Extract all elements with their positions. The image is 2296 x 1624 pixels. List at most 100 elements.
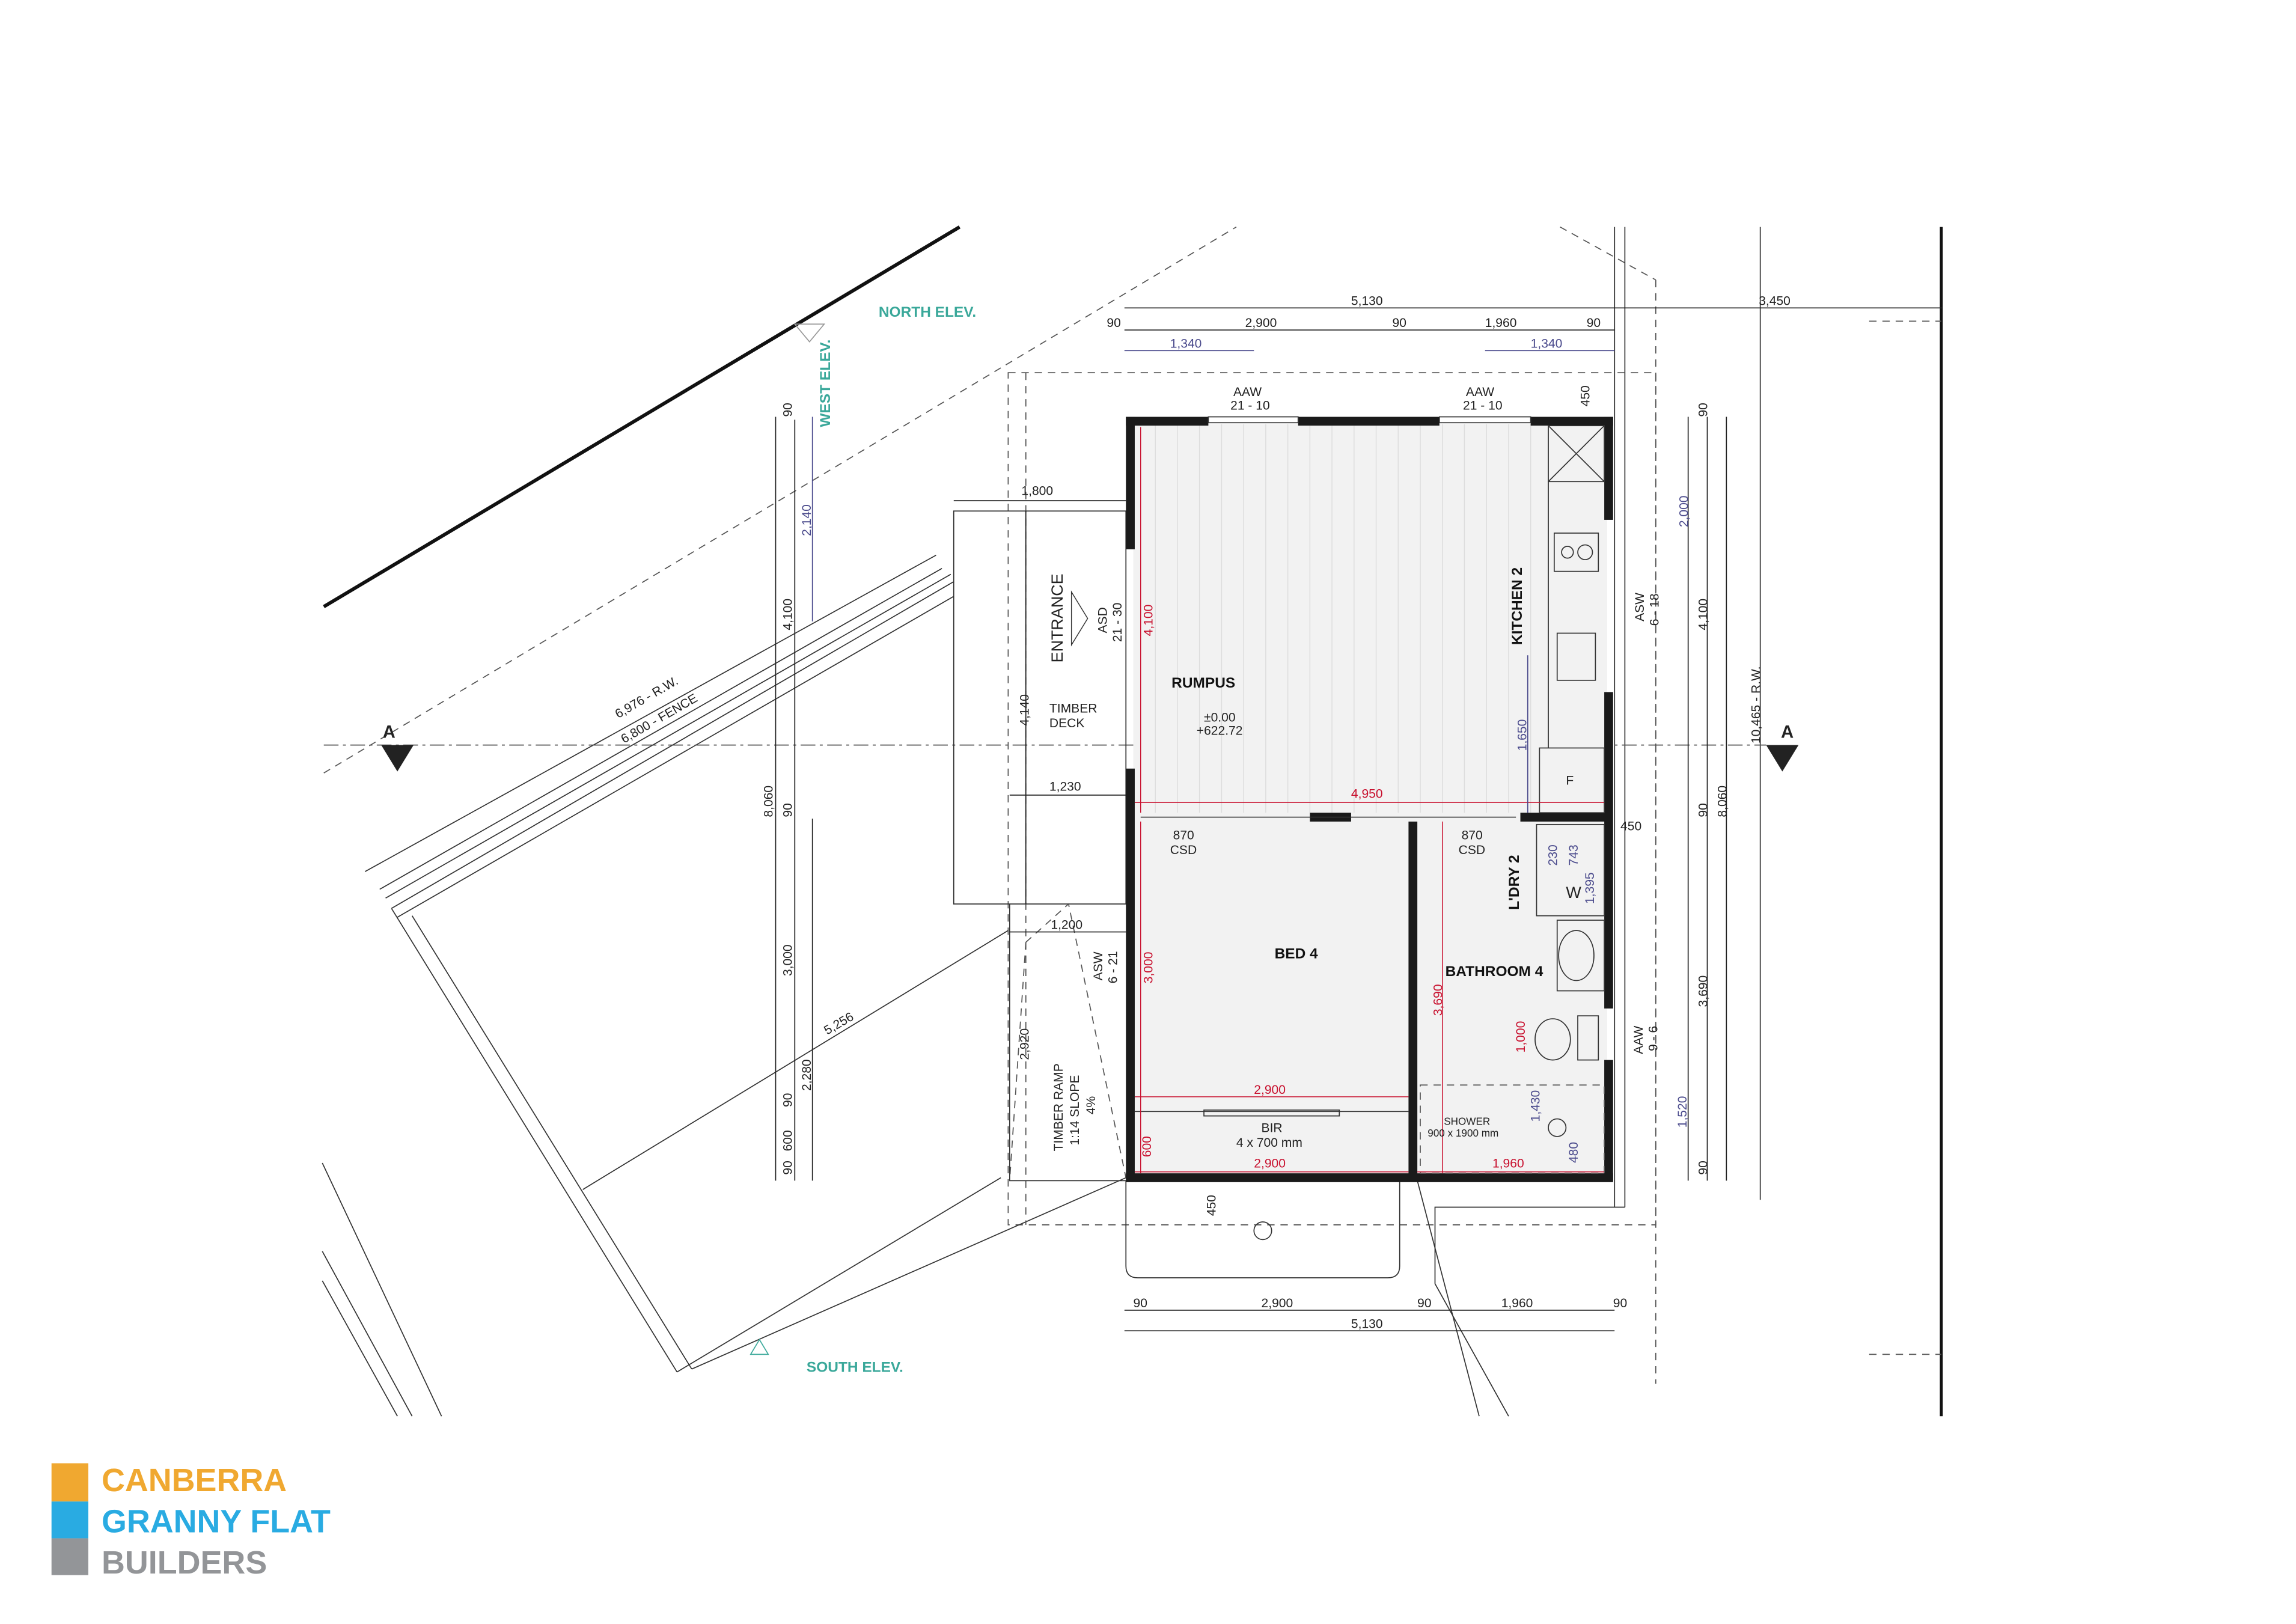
fridge-label: F: [1566, 774, 1574, 788]
door-csd-1-type: CSD: [1170, 843, 1197, 857]
dim-label-red: 600: [1140, 1136, 1154, 1157]
level-label-2: +622.72: [1197, 724, 1243, 737]
room-rumpus: RUMPUS: [1171, 675, 1235, 691]
window-aaw-1-size: 21 - 10: [1230, 398, 1270, 412]
dim-label: 90: [1417, 1296, 1431, 1310]
dim-label: 90: [781, 403, 795, 417]
entrance-label: ENTRANCE: [1048, 573, 1066, 662]
dim-label: 8,060: [1715, 786, 1729, 817]
south-elevation-label: SOUTH ELEV.: [807, 1360, 903, 1376]
dim-label: 4,100: [1697, 599, 1711, 630]
door-csd-1: 870: [1173, 828, 1194, 842]
dim-label: 1,960: [1485, 316, 1517, 330]
dim-label: 90: [1392, 316, 1406, 330]
dim-label: 90: [1697, 803, 1711, 817]
dim-label: 3,690: [1697, 975, 1711, 1007]
deck-label-1: TIMBER: [1049, 702, 1098, 716]
south-elev-marker: [750, 1339, 769, 1355]
shower-label: SHOWER: [1444, 1115, 1490, 1127]
ramp-label-3: 4%: [1084, 1096, 1098, 1114]
room-laundry: L'DRY 2: [1506, 855, 1522, 909]
dim-label: 1,230: [1049, 780, 1081, 793]
north-elev-marker: [793, 323, 826, 343]
dim-label-blue: 743: [1567, 844, 1581, 865]
dim-label: 1,200: [1051, 918, 1082, 932]
boundary-rw-right-label: 10,465 - R.W.: [1750, 666, 1763, 743]
logo-blue-block: [51, 1501, 88, 1539]
ramp-label-2: 1:14 SLOPE: [1068, 1075, 1082, 1146]
dim-label-red: 1,000: [1514, 1021, 1528, 1053]
dim-label: 1,520: [1676, 1096, 1690, 1128]
window-aaw-2: AAW: [1466, 385, 1494, 399]
bir-label: BIR: [1262, 1122, 1283, 1135]
dim-label-red: 1,960: [1492, 1156, 1524, 1170]
dim-label: 90: [1107, 316, 1120, 330]
shower-size: 900 x 1900 mm: [1427, 1127, 1498, 1139]
dim-label: 450: [1205, 1195, 1219, 1216]
washer-label: W: [1566, 884, 1581, 902]
window-aaw-2-size: 21 - 10: [1463, 398, 1503, 412]
door-csd-2: 870: [1462, 828, 1483, 842]
logo-line-2: GRANNY FLAT: [102, 1504, 331, 1540]
dim-label: 1,800: [1021, 484, 1053, 498]
logo-grey-block: [51, 1538, 88, 1575]
dim-label: 1,340: [1531, 337, 1563, 350]
dim-label: 450: [1620, 820, 1641, 834]
dim-label: 1,960: [1501, 1296, 1533, 1310]
dim-label: 90: [781, 1093, 795, 1107]
dim-label-blue: 1,650: [1515, 719, 1529, 751]
dim-label-red: 2,900: [1254, 1156, 1286, 1170]
door-asd: ASD: [1096, 607, 1110, 633]
dim-label-red: 4,100: [1141, 605, 1155, 636]
dim-label: 8,060: [762, 786, 776, 817]
window-asw-2: ASW: [1092, 951, 1105, 980]
dim-label: 600: [781, 1130, 795, 1151]
dim-label-blue: 480: [1567, 1142, 1581, 1163]
dim-label: 90: [1697, 1161, 1711, 1174]
section-marker-right: [1766, 745, 1799, 772]
section-marker-left: [381, 745, 414, 772]
dim-label: 3,450: [1759, 294, 1791, 308]
deck-label-2: DECK: [1049, 716, 1084, 730]
window-asw-2-size: 6 - 21: [1107, 951, 1120, 983]
window-asw-1-size: 6 - 18: [1648, 593, 1662, 626]
entrance-arrow: [1070, 590, 1088, 647]
dim-label: 90: [1587, 316, 1601, 330]
logo-orange-block: [51, 1463, 88, 1502]
dim-label-blue: 230: [1546, 844, 1560, 865]
dim-label: 2,000: [1678, 496, 1691, 528]
section-label-left: A: [383, 722, 395, 742]
dim-label: 3,000: [781, 944, 795, 976]
dimension-lines: [775, 307, 1943, 1332]
bir-size: 4 x 700 mm: [1236, 1136, 1302, 1150]
dim-label: 90: [781, 1161, 795, 1174]
dim-label: 450: [1579, 385, 1593, 406]
door-csd-2-type: CSD: [1459, 843, 1485, 857]
dim-label: 2,900: [1245, 316, 1277, 330]
dim-label-blue: 1,430: [1528, 1090, 1542, 1122]
dim-label: 2,280: [800, 1059, 814, 1091]
dim-label-blue: 1,395: [1583, 872, 1597, 904]
logo-line-3: BUILDERS: [102, 1545, 267, 1581]
window-aaw-3: AAW: [1632, 1026, 1646, 1054]
dim-label: 5,130: [1351, 1317, 1383, 1331]
north-elevation-label: NORTH ELEV.: [879, 304, 976, 320]
dim-label: 2,920: [1018, 1028, 1032, 1060]
window-aaw-3-size: 9 - 6: [1646, 1026, 1660, 1051]
window-aaw-1: AAW: [1233, 385, 1262, 399]
company-logo: CANBERRA GRANNY FLAT BUILDERS: [51, 1462, 331, 1581]
dim-label: 90: [781, 803, 795, 817]
room-kitchen: KITCHEN 2: [1509, 567, 1525, 645]
ramp-label-1: TIMBER RAMP: [1052, 1063, 1066, 1151]
room-bed: BED 4: [1275, 946, 1318, 962]
room-bathroom: BATHROOM 4: [1446, 963, 1543, 980]
dim-label: 2,900: [1262, 1296, 1293, 1310]
dim-label-red: 3,000: [1141, 952, 1155, 984]
dim-label: 90: [1697, 403, 1711, 417]
dim-label-red: 3,690: [1432, 984, 1446, 1016]
dim-label: 90: [1134, 1296, 1147, 1310]
dim-label: 2,140: [800, 504, 814, 536]
site-lines: [322, 225, 1943, 1417]
window-asw-1: ASW: [1633, 593, 1647, 621]
